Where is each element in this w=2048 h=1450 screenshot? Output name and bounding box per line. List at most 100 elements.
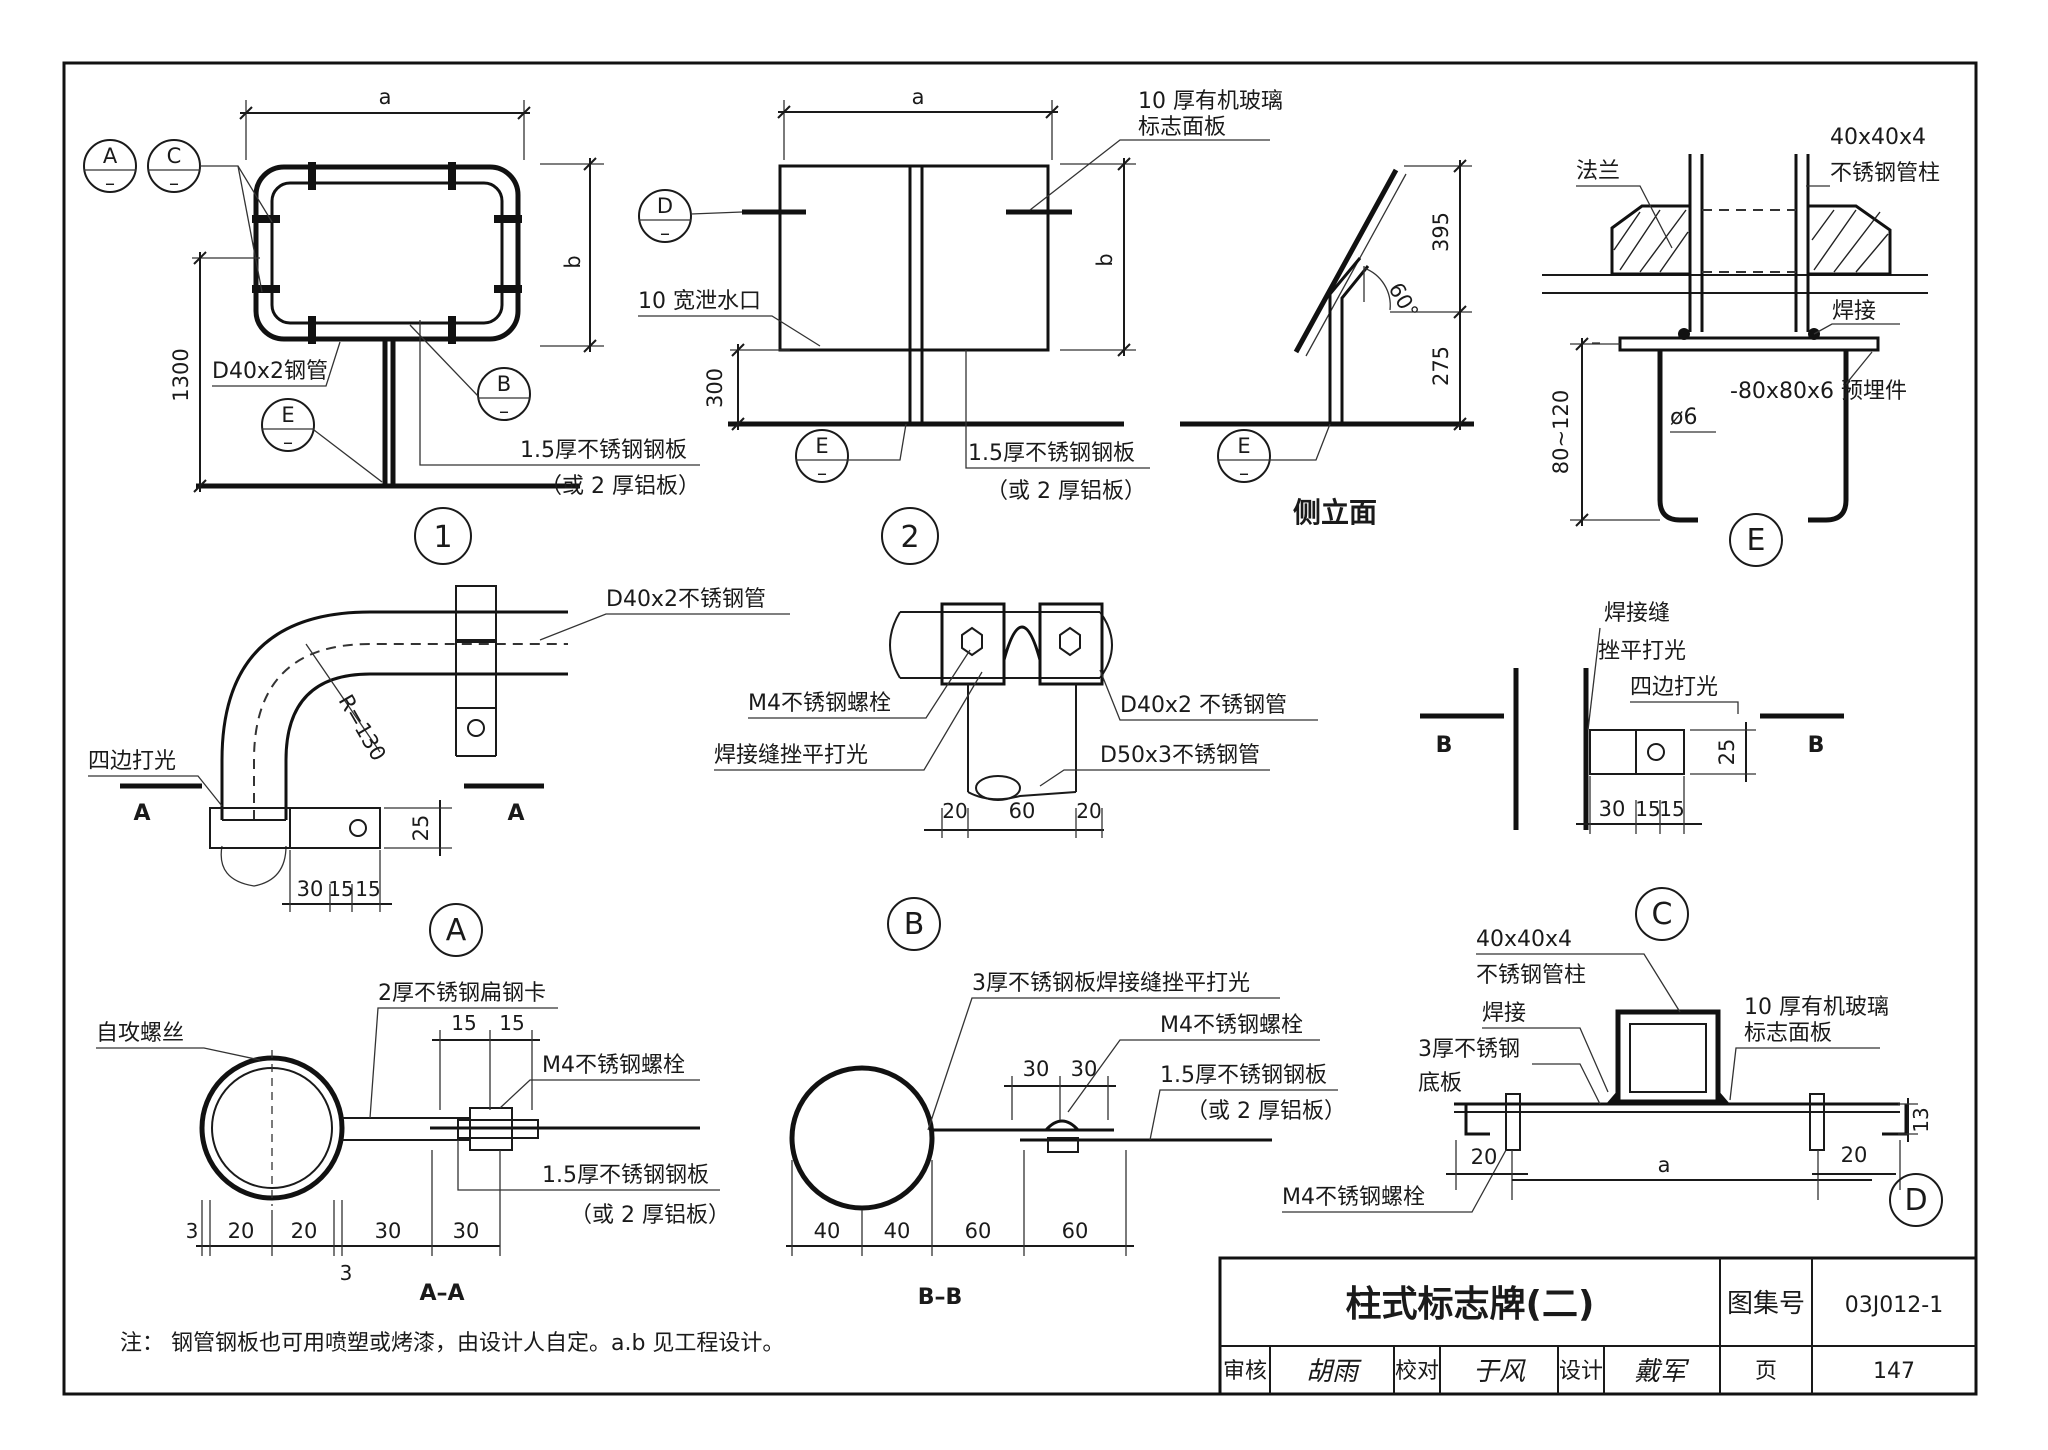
svg-text:20: 20 bbox=[1841, 1143, 1868, 1167]
title-block-design-signature: 戴军 bbox=[1634, 1357, 1690, 1387]
detail-1-dim-1300: 1300 bbox=[169, 348, 193, 401]
detail-2-drain-label: 10 宽泄水口 bbox=[638, 289, 761, 314]
detail-A-pipe-label: D40x2不锈钢管 bbox=[606, 587, 766, 612]
detail-2-dim-300: 300 bbox=[703, 368, 727, 408]
detail-2-plate-label: 1.5厚不锈钢钢板 bbox=[968, 441, 1135, 466]
title-block-check-signature: 于风 bbox=[1473, 1357, 1526, 1387]
svg-text:A: A bbox=[507, 801, 524, 826]
svg-text:20: 20 bbox=[1076, 799, 1101, 823]
detail-2-panel bbox=[778, 164, 1050, 352]
detail-D-glass-label-2: 标志面板 bbox=[1744, 1021, 1832, 1046]
svg-text:15: 15 bbox=[499, 1011, 524, 1035]
section-AA-bolt-label: M4不锈钢螺栓 bbox=[542, 1053, 685, 1078]
side-angle-60: 60° bbox=[1384, 279, 1423, 323]
svg-text:E: E bbox=[281, 403, 294, 427]
detail-C: B B 焊接缝 挫平打光 四边打光 30 15 15 25 C bbox=[1420, 601, 1844, 941]
flange-right bbox=[1806, 204, 1892, 276]
detail-2: a b 300 D – 10 厚有机玻璃 标志面板 10 宽泄水口 E – 1.… bbox=[638, 85, 1283, 565]
callout-A bbox=[83, 139, 137, 193]
section-AA-title: A–A bbox=[419, 1281, 464, 1306]
detail-2-alu-label: （或 2 厚铝板） bbox=[986, 479, 1146, 504]
detail-D-base-label-1: 3厚不锈钢 bbox=[1418, 1037, 1520, 1062]
svg-text:–: – bbox=[283, 430, 293, 454]
svg-text:30: 30 bbox=[375, 1219, 402, 1243]
svg-text:E: E bbox=[1237, 434, 1250, 458]
svg-text:1: 1 bbox=[433, 520, 452, 555]
detail-2-dim-b: b bbox=[1093, 253, 1117, 266]
drawing-note: 注： 钢管钢板也可用喷塑或烤漆，由设计人自定。a.b 见工程设计。 bbox=[120, 1331, 784, 1356]
side-elevation-title: 侧立面 bbox=[1293, 496, 1377, 529]
detail-C-number bbox=[1635, 887, 1689, 941]
svg-text:30: 30 bbox=[297, 877, 324, 901]
detail-E: 80~120 法兰 40x40x4 不锈钢管柱 焊接 -80x80x6 预埋件 … bbox=[1542, 125, 1940, 567]
title-block-atlas-label: 图集号 bbox=[1727, 1289, 1805, 1319]
title-block-review-label: 审核 bbox=[1223, 1359, 1267, 1384]
callout-B bbox=[477, 367, 531, 421]
svg-text:B: B bbox=[1436, 733, 1453, 758]
detail-B-number bbox=[887, 897, 941, 951]
svg-text:15: 15 bbox=[1635, 797, 1660, 821]
section-BB-pipe bbox=[789, 1065, 935, 1211]
svg-text:15: 15 bbox=[451, 1011, 476, 1035]
detail-D: 40x40x4 不锈钢管柱 焊接 3厚不锈钢 底板 10 厚有机玻璃 标志面板 … bbox=[1282, 927, 1943, 1227]
title-block-atlas-no: 03J012-1 bbox=[1845, 1293, 1943, 1318]
detail-B-bolt-label: M4不锈钢螺栓 bbox=[748, 691, 891, 716]
detail-B-pipe40-label: D40x2 不锈钢管 bbox=[1120, 693, 1287, 718]
detail-D-glass-label-1: 10 厚有机玻璃 bbox=[1744, 995, 1889, 1020]
svg-text:20: 20 bbox=[942, 799, 967, 823]
detail-D-number bbox=[1889, 1173, 1943, 1227]
title-block-check-label: 校对 bbox=[1395, 1359, 1439, 1384]
detail-D-tube bbox=[1615, 1009, 1721, 1105]
svg-text:3: 3 bbox=[340, 1261, 353, 1285]
section-AA-alu-label: （或 2 厚铝板） bbox=[570, 1203, 730, 1228]
detail-C-weld-seam: 焊接缝 bbox=[1604, 601, 1670, 626]
svg-text:B: B bbox=[904, 907, 925, 942]
detail-E-dim-80-120: 80~120 bbox=[1549, 390, 1573, 474]
svg-text:A: A bbox=[446, 913, 467, 948]
svg-text:25: 25 bbox=[1715, 739, 1739, 766]
svg-text:–: – bbox=[105, 171, 115, 195]
detail-C-grind4: 四边打光 bbox=[1630, 675, 1718, 700]
section-BB-alu-label: （或 2 厚铝板） bbox=[1186, 1099, 1346, 1124]
detail-E-number bbox=[1729, 513, 1783, 567]
callout-E-3 bbox=[1217, 429, 1271, 483]
svg-text:15: 15 bbox=[355, 877, 380, 901]
svg-text:A: A bbox=[103, 144, 118, 168]
detail-D-dim-a: a bbox=[1658, 1153, 1671, 1177]
svg-text:D: D bbox=[657, 194, 673, 218]
embed-plate bbox=[1618, 336, 1880, 352]
section-BB-bolt-label: M4不锈钢螺栓 bbox=[1160, 1013, 1303, 1038]
title-block-title: 柱式标志牌(二) bbox=[1346, 1284, 1595, 1325]
svg-text:15: 15 bbox=[328, 877, 353, 901]
svg-text:20: 20 bbox=[228, 1219, 255, 1243]
detail-1-pipe-label: D40x2钢管 bbox=[212, 359, 328, 384]
detail-B-clamp-left bbox=[940, 602, 1006, 686]
title-block-design-label: 设计 bbox=[1559, 1359, 1603, 1384]
section-BB-title: B–B bbox=[918, 1285, 963, 1310]
detail-1-alu-label: （或 2 厚铝板） bbox=[540, 474, 700, 499]
svg-text:–: – bbox=[817, 461, 827, 485]
detail-2-glass-label-1: 10 厚有机玻璃 bbox=[1138, 89, 1283, 114]
svg-text:–: – bbox=[169, 171, 179, 195]
detail-A-radius: R=130 bbox=[334, 691, 391, 766]
detail-1-inner-frame bbox=[270, 181, 504, 325]
side-dim-275: 275 bbox=[1429, 346, 1453, 386]
section-BB-plate3-label: 3厚不锈钢板焊接缝挫平打光 bbox=[972, 971, 1250, 996]
svg-text:D: D bbox=[1904, 1183, 1927, 1218]
detail-A-outer-pipe bbox=[220, 610, 568, 820]
svg-text:–: – bbox=[1239, 461, 1249, 485]
svg-text:60: 60 bbox=[965, 1219, 992, 1243]
section-AA-screw-label: 自攻螺丝 bbox=[96, 1021, 184, 1046]
svg-text:B: B bbox=[497, 372, 511, 396]
detail-B-clamp-right bbox=[1038, 602, 1104, 686]
svg-text:60: 60 bbox=[1062, 1219, 1089, 1243]
detail-1-number bbox=[414, 507, 472, 565]
svg-text:25: 25 bbox=[409, 815, 433, 842]
detail-C-grind-flat: 挫平打光 bbox=[1598, 639, 1686, 664]
detail-1-outer-frame bbox=[253, 164, 521, 342]
svg-text:E: E bbox=[815, 434, 828, 458]
svg-text:60: 60 bbox=[1009, 799, 1036, 823]
svg-text:–: – bbox=[660, 221, 670, 245]
svg-text:C: C bbox=[167, 144, 182, 168]
